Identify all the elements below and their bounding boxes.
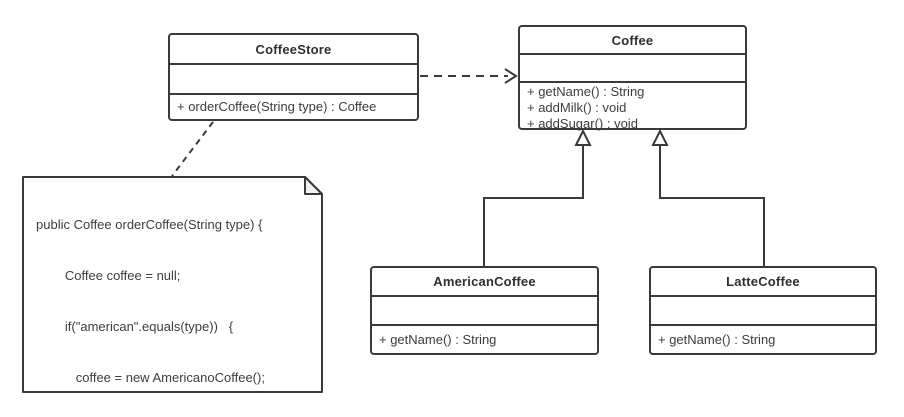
class-coffee-methods: + getName() : String + addMilk() : void … (520, 83, 745, 132)
dependency-arrow-coffeestore-to-coffee (420, 68, 518, 84)
class-americancoffee: AmericanCoffee + getName() : String (370, 266, 599, 355)
method-addmilk: + addMilk() : void (527, 100, 627, 115)
class-coffeestore-attributes (170, 65, 417, 95)
method-getname: + getName() : String (379, 331, 497, 347)
class-lattecoffee-attributes (651, 297, 875, 326)
class-americancoffee-methods: + getName() : String (372, 326, 597, 353)
class-coffee-name: Coffee (520, 27, 745, 55)
code-line: coffee = new AmericanoCoffee(); (36, 370, 265, 385)
class-americancoffee-name: AmericanCoffee (372, 268, 597, 297)
class-coffeestore: CoffeeStore + orderCoffee(String type) :… (168, 33, 419, 121)
class-lattecoffee-methods: + getName() : String (651, 326, 875, 353)
method-getname: + getName() : String (527, 84, 645, 99)
generalization-arrow-lattecoffee (651, 128, 765, 266)
class-americancoffee-attributes (372, 297, 597, 326)
code-line: if("american".equals(type)) { (36, 319, 234, 334)
class-lattecoffee-name: LatteCoffee (651, 268, 875, 297)
class-coffee: Coffee + getName() : String + addMilk() … (518, 25, 747, 132)
class-coffee-attributes (520, 55, 745, 83)
code-note-text: public Coffee orderCoffee(String type) {… (36, 182, 265, 417)
class-coffeestore-methods: + orderCoffee(String type) : Coffee (170, 95, 417, 119)
code-line: public Coffee orderCoffee(String type) { (36, 217, 263, 232)
class-coffeestore-name: CoffeeStore (170, 35, 417, 65)
method-getname: + getName() : String (658, 331, 776, 347)
generalization-arrow-americancoffee (483, 128, 592, 266)
note-connector (171, 121, 214, 177)
method-addsugar: + addSugar() : void (527, 116, 638, 131)
code-line: Coffee coffee = null; (36, 268, 181, 283)
method-ordercoffee: + orderCoffee(String type) : Coffee (177, 99, 377, 114)
class-lattecoffee: LatteCoffee + getName() : String (649, 266, 877, 355)
note-fold-corner (304, 176, 323, 195)
